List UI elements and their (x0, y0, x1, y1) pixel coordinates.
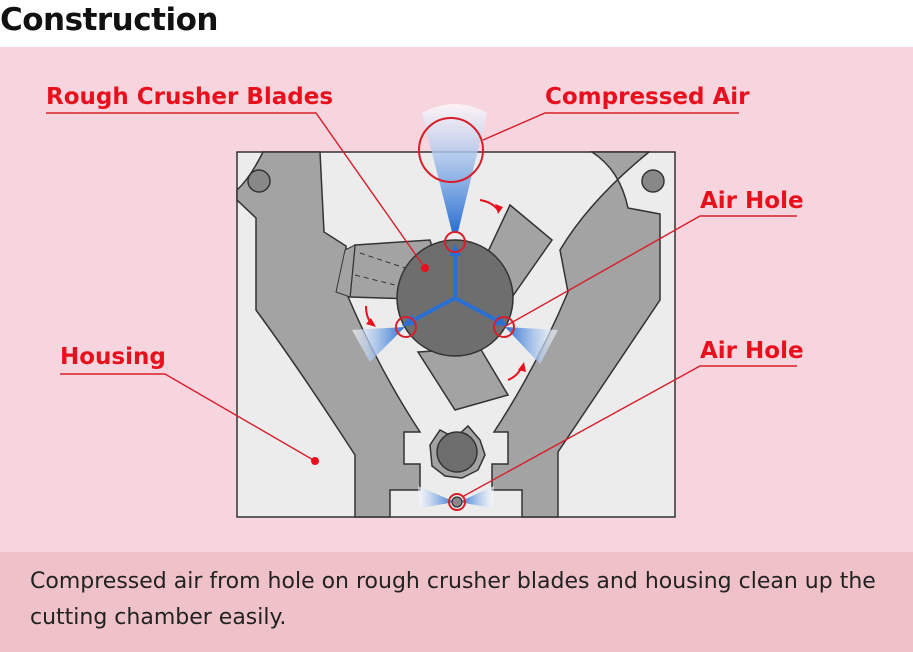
compressed-air-jet (422, 104, 487, 232)
air-jet-lower-right (459, 486, 494, 508)
caption-text: Compressed air from hole on rough crushe… (30, 569, 876, 630)
label-compressed-air: Compressed Air (545, 84, 750, 110)
caption-box (0, 552, 913, 652)
lower-rotor (429, 424, 486, 479)
label-air-hole-lower: Air Hole (700, 338, 804, 364)
label-rough-crusher-blades: Rough Crusher Blades (46, 84, 333, 110)
leader-lines (46, 112, 797, 498)
air-jet-right (505, 327, 558, 364)
housing-air-hole (451, 496, 463, 508)
crusher-diagram: Rough Crusher Blades Compressed Air Air … (46, 84, 804, 518)
bolt-right (641, 169, 665, 193)
label-housing: Housing (60, 344, 166, 370)
label-air-hole-upper: Air Hole (700, 188, 804, 214)
air-jet-lower-left (418, 486, 455, 508)
air-channel-arrows (402, 244, 508, 326)
housing-marker-dot (311, 457, 319, 465)
section-title: Construction (0, 2, 218, 38)
bolt-left (247, 169, 271, 193)
air-jet-left (352, 327, 405, 362)
air-channels (409, 252, 501, 324)
highlight-circles (395, 117, 515, 511)
